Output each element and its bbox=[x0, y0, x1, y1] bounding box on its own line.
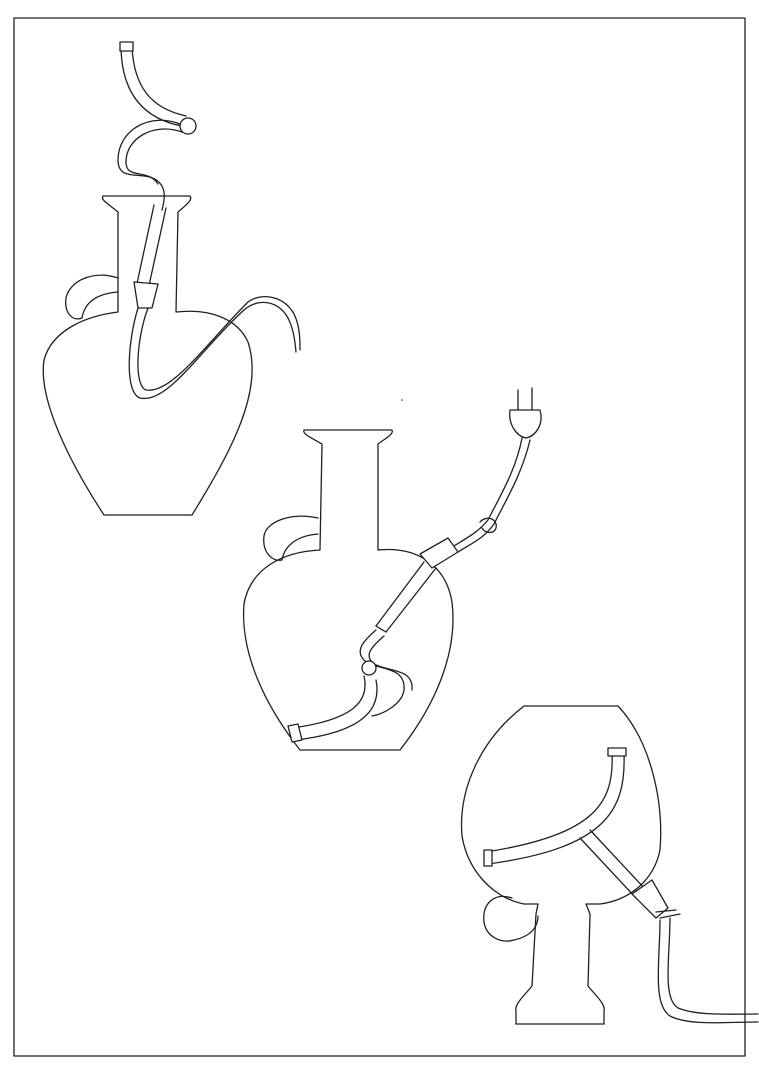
lamp-tube-curved-inner bbox=[487, 753, 625, 865]
plug-cable-inner bbox=[457, 439, 531, 553]
vase-handle bbox=[483, 895, 539, 942]
stray-mark bbox=[401, 399, 403, 401]
socket-rod bbox=[579, 829, 647, 899]
vase-handle bbox=[65, 274, 119, 320]
power-cable bbox=[657, 919, 759, 1024]
step-3-illustration bbox=[460, 705, 759, 1025]
socket-rod-edge bbox=[375, 625, 387, 633]
lamp-tube-cap bbox=[119, 41, 134, 52]
amphora-vase-icon bbox=[42, 195, 253, 516]
lamp-tube-upper bbox=[120, 47, 183, 127]
plug-body bbox=[509, 409, 542, 439]
power-cable-inner bbox=[137, 296, 301, 391]
lamp-tube-curved bbox=[485, 751, 613, 853]
cable-tie bbox=[479, 517, 497, 534]
power-cable-inner bbox=[667, 917, 759, 1015]
inverted-glass-vase-icon bbox=[460, 705, 662, 1025]
lamp-tube-curved-inner bbox=[295, 679, 378, 741]
lamp-tube-cap-2 bbox=[483, 849, 493, 867]
lamp-cable bbox=[117, 119, 181, 211]
lamp-tube-cap bbox=[287, 723, 303, 743]
lamp-tube-end-knob bbox=[179, 117, 197, 135]
lamp-tube-cap bbox=[607, 747, 627, 757]
socket-housing bbox=[631, 879, 669, 919]
plug-prongs bbox=[517, 387, 533, 411]
step-1-illustration bbox=[42, 41, 301, 516]
socket-rod-2 bbox=[147, 207, 167, 291]
plug-cable bbox=[453, 437, 523, 547]
lamp-tube-upper-inner bbox=[131, 46, 187, 117]
lamp-tube-end-knob bbox=[361, 660, 377, 676]
internal-cable-inner bbox=[368, 635, 413, 691]
socket-rod bbox=[135, 204, 155, 289]
cable-tie bbox=[655, 909, 681, 919]
vase-handle bbox=[263, 515, 319, 561]
socket-collar bbox=[133, 281, 159, 309]
lamp-cable-inner bbox=[125, 128, 183, 185]
lamp-tube-curved bbox=[291, 675, 366, 729]
socket-housing bbox=[419, 537, 459, 569]
page-frame bbox=[13, 17, 746, 1057]
socket-rod bbox=[375, 561, 437, 633]
amphora-vase-icon bbox=[242, 429, 454, 751]
internal-cable bbox=[359, 629, 405, 717]
power-cable bbox=[128, 301, 297, 400]
step-2-illustration bbox=[242, 387, 542, 751]
